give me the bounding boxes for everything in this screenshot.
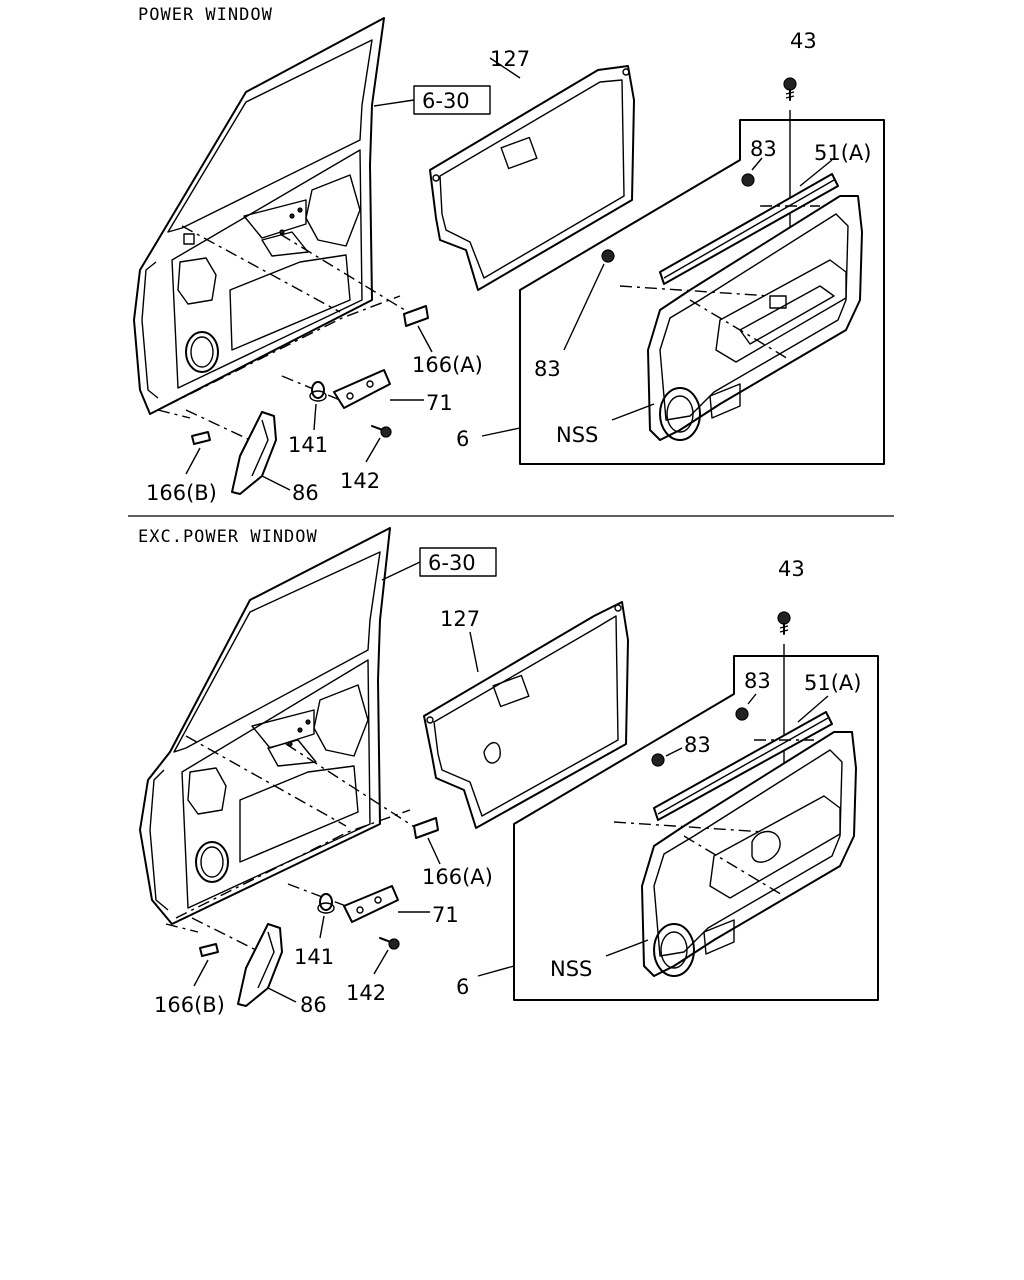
clip-b — [199, 943, 219, 957]
label-bracket: 71 — [426, 391, 453, 415]
label-clip-lower: 83 — [684, 733, 711, 757]
label-clip-upper: 83 — [750, 137, 777, 161]
screw — [783, 77, 797, 101]
clip-lower — [651, 753, 665, 767]
ref-box — [413, 85, 491, 115]
label-clip-a: 166(A) — [412, 353, 483, 377]
ref-box-label: 6-30 — [422, 89, 470, 113]
panel-box — [519, 119, 885, 465]
label-screw: 43 — [778, 557, 805, 581]
label-clip-lower: 83 — [534, 357, 561, 381]
trim-seal — [429, 65, 635, 291]
label-assembly: 6 — [456, 427, 469, 451]
ref-box — [419, 547, 497, 577]
label-cover: 86 — [300, 993, 327, 1017]
door-shell — [133, 17, 385, 415]
label-trim-seal: 127 — [490, 47, 530, 71]
bolt — [379, 937, 400, 950]
section-exc-power-window: EXC.POWER WINDOW 6-30 — [138, 527, 879, 1017]
section-title: EXC.POWER WINDOW — [138, 527, 318, 547]
label-clip-b: 166(B) — [154, 993, 225, 1017]
grommet — [317, 893, 335, 914]
section-title: POWER WINDOW — [138, 5, 273, 25]
clip-upper — [735, 707, 749, 721]
section-power-window: POWER WINDOW 6-30 — [133, 5, 885, 505]
label-bolt: 142 — [340, 469, 380, 493]
screw — [777, 611, 791, 635]
clip-a — [413, 817, 439, 839]
label-screw: 43 — [790, 29, 817, 53]
clip-upper — [741, 173, 755, 187]
label-grommet: 141 — [294, 945, 334, 969]
bolt — [371, 425, 392, 438]
grommet — [309, 381, 327, 402]
label-clip-a: 166(A) — [422, 865, 493, 889]
cover — [231, 411, 277, 495]
label-clip-upper: 83 — [744, 669, 771, 693]
label-panel: NSS — [556, 423, 598, 447]
label-trim-seal: 127 — [440, 607, 480, 631]
trim-seal — [423, 601, 629, 829]
door-trim-panel — [613, 731, 857, 977]
label-weatherstrip: 51(A) — [814, 141, 871, 165]
label-bracket: 71 — [432, 903, 459, 927]
label-weatherstrip: 51(A) — [804, 671, 861, 695]
clip-lower — [601, 249, 615, 263]
label-bolt: 142 — [346, 981, 386, 1005]
label-assembly: 6 — [456, 975, 469, 999]
label-clip-b: 166(B) — [146, 481, 217, 505]
door-shell — [139, 527, 391, 925]
label-cover: 86 — [292, 481, 319, 505]
label-grommet: 141 — [288, 433, 328, 457]
label-panel: NSS — [550, 957, 592, 981]
ref-box-label: 6-30 — [428, 551, 476, 575]
bracket — [333, 369, 391, 409]
clip-a — [403, 305, 429, 327]
panel-box — [513, 655, 879, 1001]
clip-b — [191, 431, 211, 445]
bracket — [343, 885, 399, 923]
cover — [237, 923, 283, 1007]
door-trim-panel — [619, 195, 863, 441]
